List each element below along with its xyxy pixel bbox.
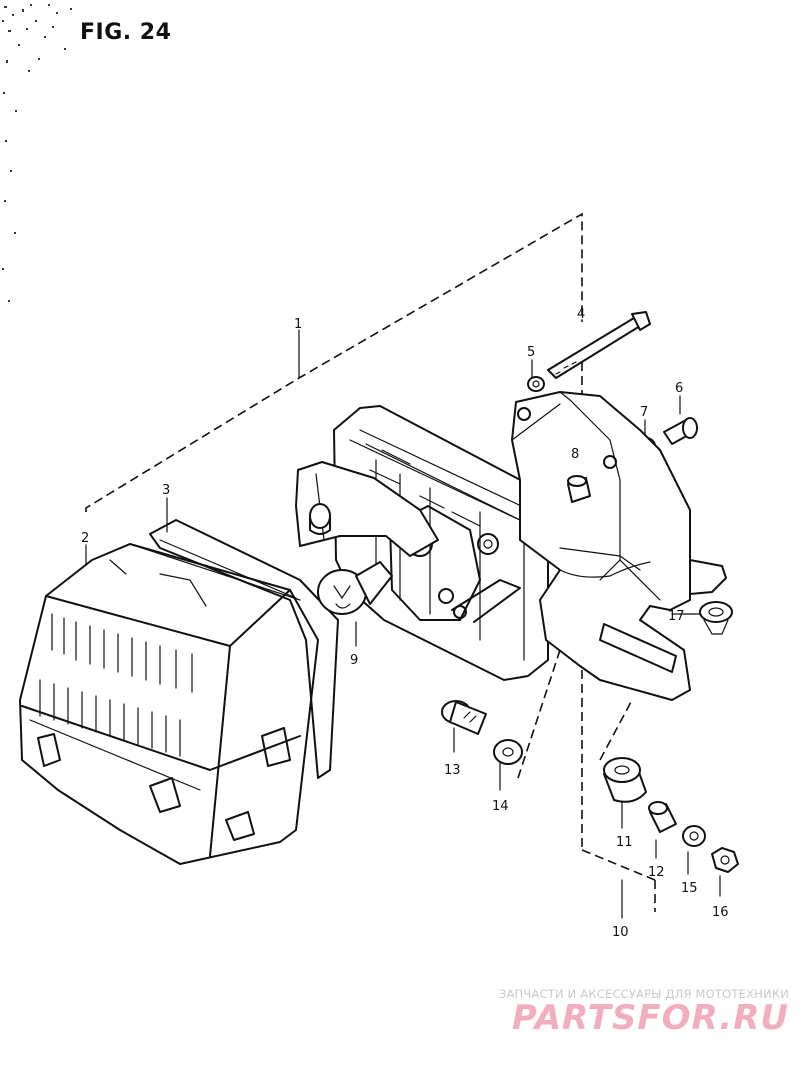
callout-3: 3 <box>162 483 170 498</box>
callout-7: 7 <box>640 405 648 420</box>
lens-gasket <box>149 519 339 779</box>
callout-10: 10 <box>612 925 629 940</box>
callout-17: 17 <box>668 609 685 624</box>
figure-title: FIG. 24 <box>80 20 172 45</box>
lamp-housing <box>333 405 549 681</box>
bolt-long <box>547 311 651 379</box>
spacer-collar <box>567 475 591 503</box>
bulb <box>317 561 393 615</box>
washer-14 <box>493 739 523 765</box>
callout-8: 8 <box>571 447 579 462</box>
callout-6: 6 <box>675 381 683 396</box>
tail-lamp-lens <box>19 543 319 865</box>
bolt-short <box>663 417 698 445</box>
callout-14: 14 <box>492 799 509 814</box>
callout-13: 13 <box>444 763 461 778</box>
nut-16 <box>711 847 739 873</box>
callout-11: 11 <box>616 835 633 850</box>
callout-1: 1 <box>294 317 302 332</box>
callout-9: 9 <box>350 653 358 668</box>
callout-2: 2 <box>81 531 89 546</box>
collar-12 <box>648 801 677 833</box>
mounting-bracket <box>511 391 727 701</box>
callout-15: 15 <box>681 881 698 896</box>
bolt-13 <box>441 700 487 735</box>
watermark-tagline: ЗАПЧАСТИ И АКСЕССУАРЫ ДЛЯ МОТОТЕХНИКИ <box>498 987 789 1001</box>
bulb-socket-plate <box>295 461 439 557</box>
grommet-17 <box>699 601 733 635</box>
watermark-logo: PARTSFOR.RU <box>511 998 789 1038</box>
damper-11 <box>603 757 647 803</box>
callout-4: 4 <box>577 307 585 322</box>
callout-12: 12 <box>648 865 665 880</box>
callout-16: 16 <box>712 905 729 920</box>
callout-5: 5 <box>527 345 535 360</box>
scan-noise <box>2 4 72 302</box>
washer-15 <box>682 825 706 847</box>
washer-5 <box>527 376 545 392</box>
callout-labels: 1 2 3 4 5 6 7 8 9 10 11 12 13 14 15 16 1… <box>81 307 729 940</box>
